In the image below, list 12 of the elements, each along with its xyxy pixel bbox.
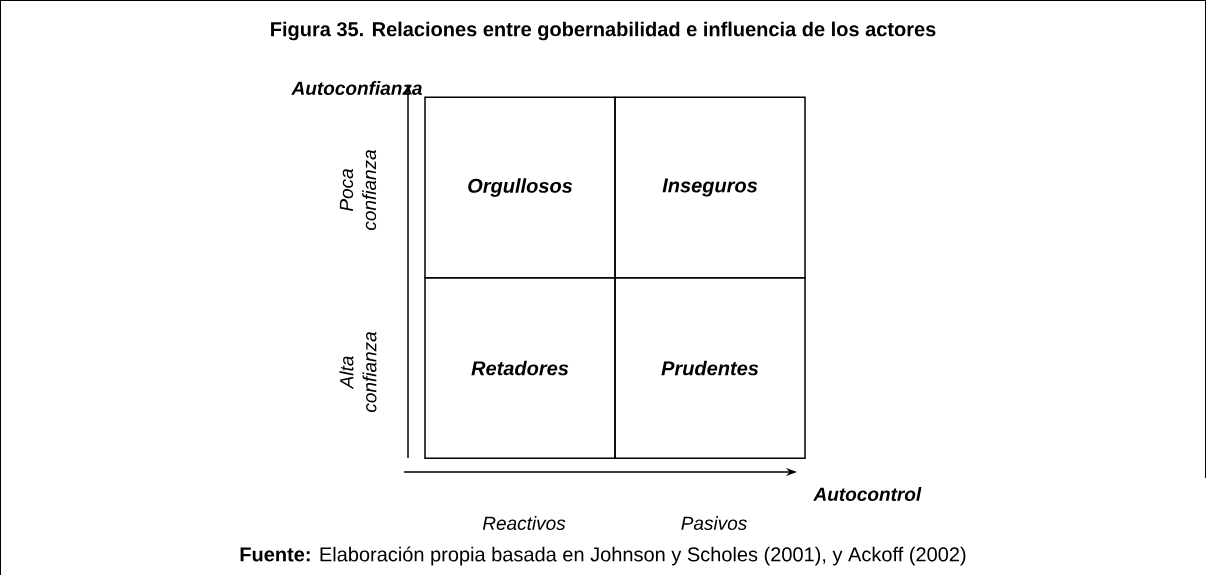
axis-label: Poca confianza xyxy=(339,150,377,231)
axis-label: Autoconfianza xyxy=(291,81,422,95)
caption: Fuente: Elaboración propia basada en Johnson y Scholes (2001), y Ackoff (2002) xyxy=(240,546,966,566)
quadrant-box: Inseguros xyxy=(614,96,806,279)
quadrant-box: Retadores xyxy=(424,277,616,459)
title: Figura 35. Relaciones entre gobernabilidad e influencia de los actores xyxy=(271,21,936,41)
axis-label: Alta confianza xyxy=(339,332,377,413)
quadrant-box: Orgullosos xyxy=(424,96,616,279)
axis-label: Autocontrol xyxy=(813,487,922,501)
axis-label: Pasivos xyxy=(681,516,747,530)
quadrant-box: Prudentes xyxy=(614,277,806,459)
axis-label: Reactivos xyxy=(482,516,566,530)
